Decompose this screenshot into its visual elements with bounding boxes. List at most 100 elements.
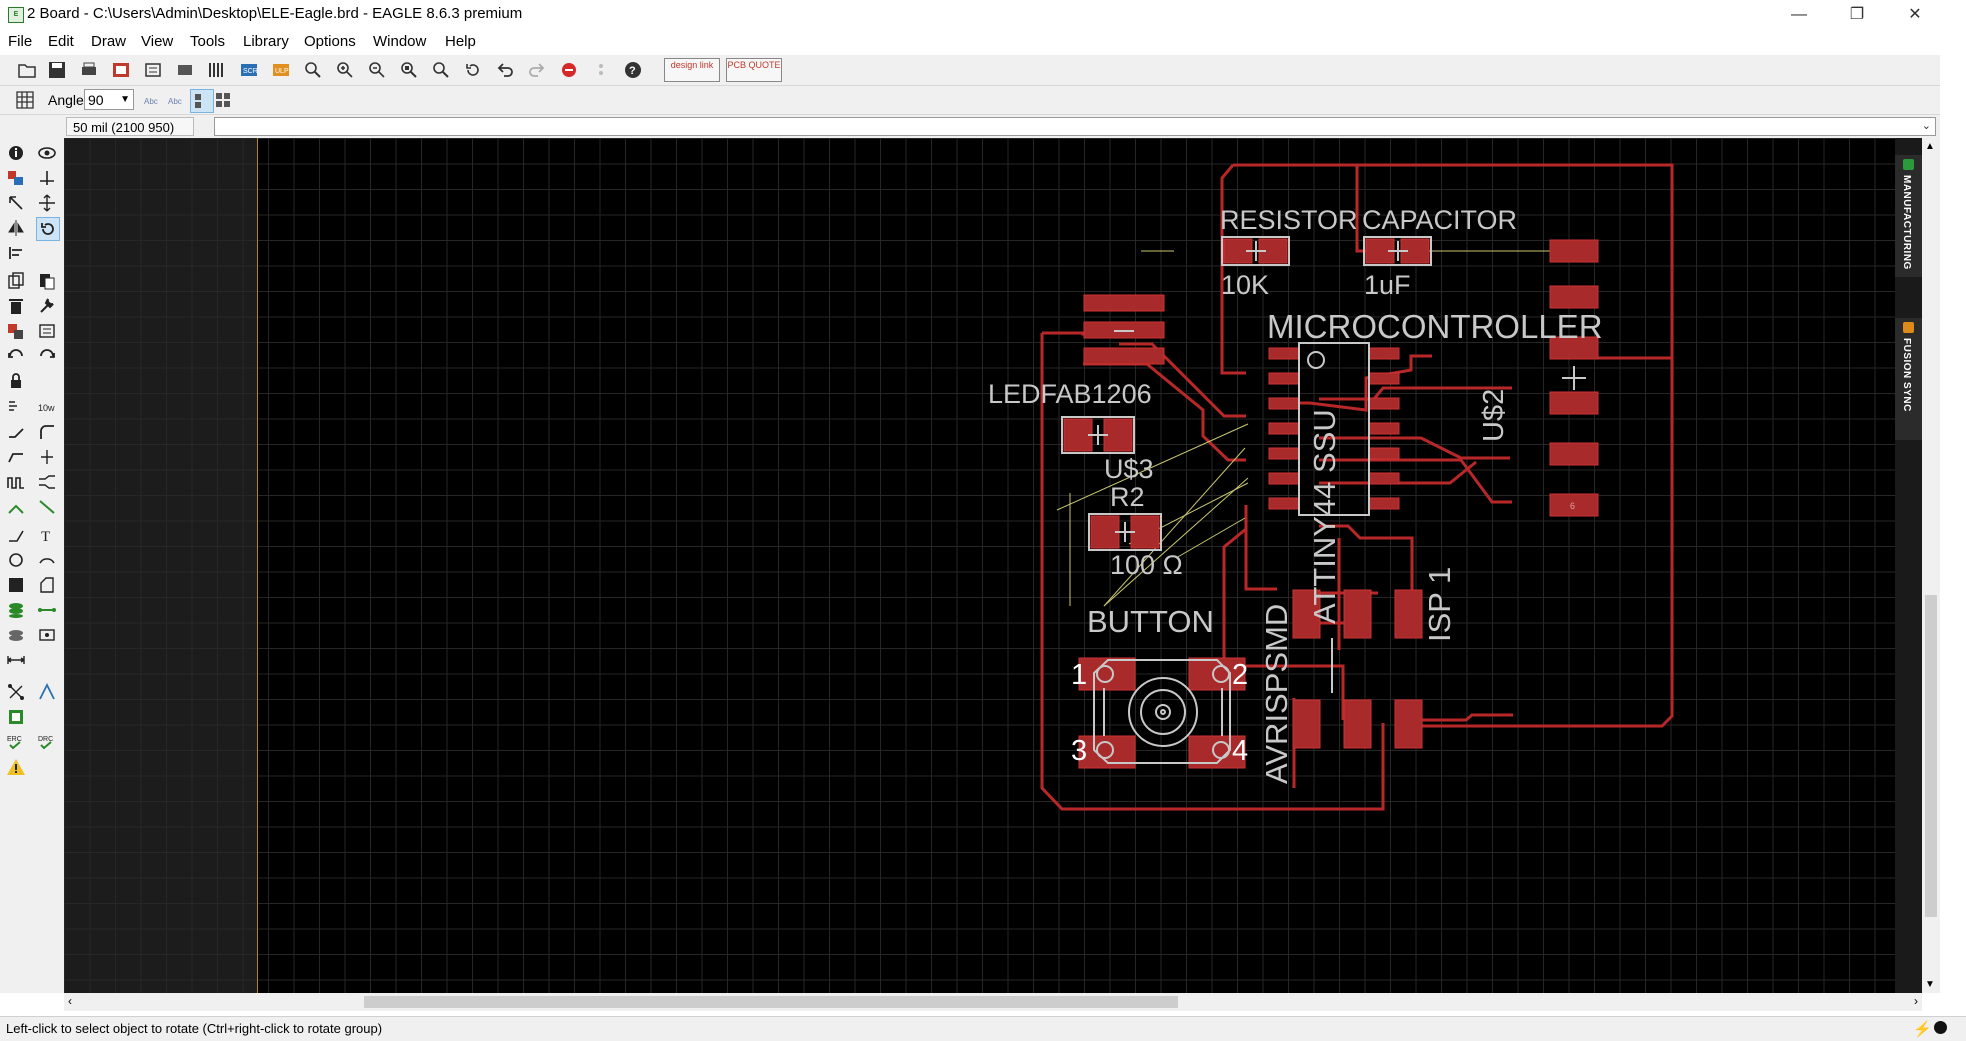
lightning-icon[interactable]: ⚡ xyxy=(1913,1021,1932,1038)
info-icon[interactable] xyxy=(5,142,27,164)
rectangle-icon[interactable] xyxy=(5,574,27,596)
align-icon[interactable] xyxy=(5,242,27,264)
arc-icon[interactable] xyxy=(36,549,58,571)
autorouter-icon[interactable] xyxy=(36,496,58,518)
command-input[interactable]: ⌄ xyxy=(214,117,1936,136)
menu-edit[interactable]: Edit xyxy=(48,33,74,50)
save-icon[interactable] xyxy=(46,59,68,81)
redo-icon[interactable] xyxy=(526,59,548,81)
vertical-scroll-thumb[interactable] xyxy=(1925,595,1937,917)
name-icon[interactable] xyxy=(5,345,27,367)
zoom-in-icon[interactable] xyxy=(334,59,356,81)
ratsnest-icon[interactable] xyxy=(5,681,27,703)
stop-icon[interactable] xyxy=(558,59,580,81)
align-left-icon[interactable] xyxy=(190,89,214,113)
pcb-quote-button[interactable]: PCB QUOTE xyxy=(726,58,782,82)
paste-icon[interactable] xyxy=(36,270,58,292)
horizontal-scrollbar[interactable]: ‹ › xyxy=(64,993,1922,1011)
restore-button[interactable]: ❐ xyxy=(1849,6,1865,23)
replace-icon[interactable] xyxy=(5,320,27,342)
ripup-icon[interactable] xyxy=(5,496,27,518)
circle-icon[interactable] xyxy=(5,549,27,571)
differential-pair-icon[interactable] xyxy=(36,471,58,493)
via-icon[interactable] xyxy=(5,599,27,621)
hole-icon[interactable] xyxy=(5,624,27,646)
display-layers-icon[interactable] xyxy=(5,167,27,189)
value-icon[interactable] xyxy=(36,345,58,367)
split-icon[interactable]: 10w xyxy=(36,396,58,418)
menu-file[interactable]: File xyxy=(8,33,33,50)
library-icon[interactable] xyxy=(206,59,228,81)
erc-icon[interactable]: ERC xyxy=(5,731,27,753)
stop-command-icon[interactable] xyxy=(1934,1021,1947,1034)
slice-icon[interactable] xyxy=(36,446,58,468)
ulp-icon[interactable]: ULP xyxy=(270,59,292,81)
cam-icon[interactable] xyxy=(110,59,132,81)
scroll-up-icon[interactable]: ▲ xyxy=(1925,141,1935,152)
dimension-icon[interactable] xyxy=(5,649,27,671)
print-icon[interactable] xyxy=(78,59,100,81)
align-grid-icon[interactable] xyxy=(212,89,234,111)
wire-icon[interactable] xyxy=(5,524,27,546)
tab-manufacturing[interactable]: MANUFACTURING xyxy=(1895,155,1922,277)
spin-text-icon[interactable]: Abc xyxy=(166,89,188,111)
pcb-layout[interactable]: RESISTOR CAPACITOR 10K 1uF MICROCONTROLL… xyxy=(64,138,1922,993)
tab-fusion-sync[interactable]: FUSION SYNC xyxy=(1895,318,1922,440)
board-outline-icon[interactable] xyxy=(5,706,27,728)
zoom-area-icon[interactable] xyxy=(430,59,452,81)
change-icon[interactable] xyxy=(36,295,58,317)
warning-icon[interactable] xyxy=(5,756,27,778)
copy-icon[interactable] xyxy=(5,270,27,292)
menu-library[interactable]: Library xyxy=(243,33,289,50)
signal-icon[interactable] xyxy=(36,599,58,621)
chevron-down-icon[interactable]: ⌄ xyxy=(1921,120,1931,132)
zoom-select-icon[interactable] xyxy=(398,59,420,81)
delete-icon[interactable] xyxy=(5,295,27,317)
minimize-button[interactable]: — xyxy=(1791,6,1807,23)
mirror-text-icon[interactable]: Abc xyxy=(142,89,164,111)
angle-select[interactable]: 90 ▼ xyxy=(84,89,134,110)
polygon-icon[interactable] xyxy=(36,574,58,596)
undo-icon[interactable] xyxy=(494,59,516,81)
script-icon[interactable]: SCR xyxy=(238,59,260,81)
drc-icon[interactable]: DRC xyxy=(36,731,58,753)
grid-icon[interactable] xyxy=(14,89,36,111)
group-move-icon[interactable] xyxy=(36,192,58,214)
menu-tools[interactable]: Tools xyxy=(190,33,226,50)
menu-options[interactable]: Options xyxy=(304,33,356,50)
scroll-down-icon[interactable]: ▼ xyxy=(1925,979,1935,990)
redraw-icon[interactable] xyxy=(462,59,484,81)
board-icon[interactable] xyxy=(174,59,196,81)
go-icon[interactable] xyxy=(590,59,612,81)
scroll-left-icon[interactable]: ‹ xyxy=(68,994,72,1008)
mirror-icon[interactable] xyxy=(5,217,27,239)
attribute-icon[interactable] xyxy=(36,624,58,646)
horizontal-scroll-thumb[interactable] xyxy=(364,996,1178,1008)
zoom-fit-icon[interactable] xyxy=(302,59,324,81)
open-icon[interactable] xyxy=(16,59,38,81)
route-icon[interactable] xyxy=(5,446,27,468)
board-canvas[interactable]: RESISTOR CAPACITOR 10K 1uF MICROCONTROLL… xyxy=(64,138,1922,993)
show-icon[interactable] xyxy=(36,142,58,164)
help-icon[interactable]: ? xyxy=(622,59,644,81)
text-icon[interactable]: T xyxy=(36,524,58,546)
optimize-icon[interactable] xyxy=(36,421,58,443)
zoom-out-icon[interactable] xyxy=(366,59,388,81)
scroll-right-icon[interactable]: › xyxy=(1914,994,1918,1008)
schematic-icon[interactable] xyxy=(142,59,164,81)
smash-icon[interactable] xyxy=(5,396,27,418)
lock-icon[interactable] xyxy=(5,370,27,392)
auto-icon[interactable] xyxy=(36,681,58,703)
swap-icon[interactable] xyxy=(36,320,58,342)
move-icon[interactable] xyxy=(5,192,27,214)
menu-window[interactable]: Window xyxy=(373,33,427,50)
vertical-scrollbar[interactable]: ▲ ▼ xyxy=(1922,138,1940,993)
menu-draw[interactable]: Draw xyxy=(91,33,127,50)
design-link-button[interactable]: design link xyxy=(664,58,720,82)
menu-view[interactable]: View xyxy=(141,33,174,50)
rotate-icon[interactable] xyxy=(36,217,60,241)
meander-icon[interactable] xyxy=(5,471,27,493)
mark-icon[interactable] xyxy=(36,167,58,189)
menu-help[interactable]: Help xyxy=(445,33,476,50)
close-button[interactable]: ✕ xyxy=(1908,6,1922,23)
